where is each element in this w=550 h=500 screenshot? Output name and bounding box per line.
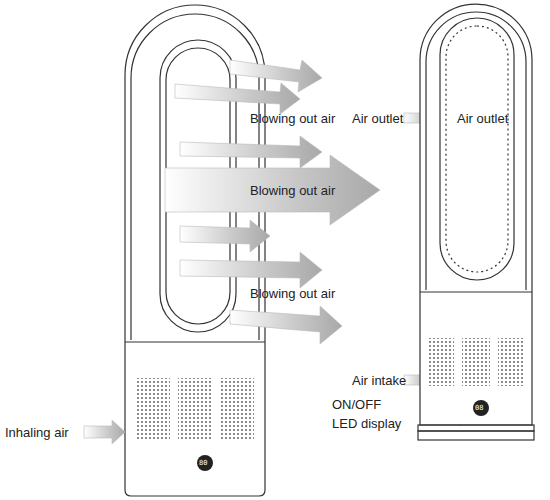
air-label: Blowing out air bbox=[250, 286, 335, 301]
part-label: ON/OFF bbox=[332, 397, 381, 412]
left-fan bbox=[125, 5, 265, 496]
display-digits: 08 bbox=[475, 404, 483, 412]
air-label: Blowing out air bbox=[250, 111, 335, 126]
part-label: Air outlet bbox=[457, 111, 508, 126]
right-fan bbox=[418, 4, 534, 440]
part-label: Air outlet bbox=[352, 111, 403, 126]
display-digits: 80 bbox=[199, 459, 207, 467]
air-label: Blowing out air bbox=[250, 183, 335, 198]
air-label: Inhaling air bbox=[5, 425, 69, 440]
part-label: LED display bbox=[332, 416, 401, 431]
part-label: Air intake bbox=[352, 373, 406, 388]
